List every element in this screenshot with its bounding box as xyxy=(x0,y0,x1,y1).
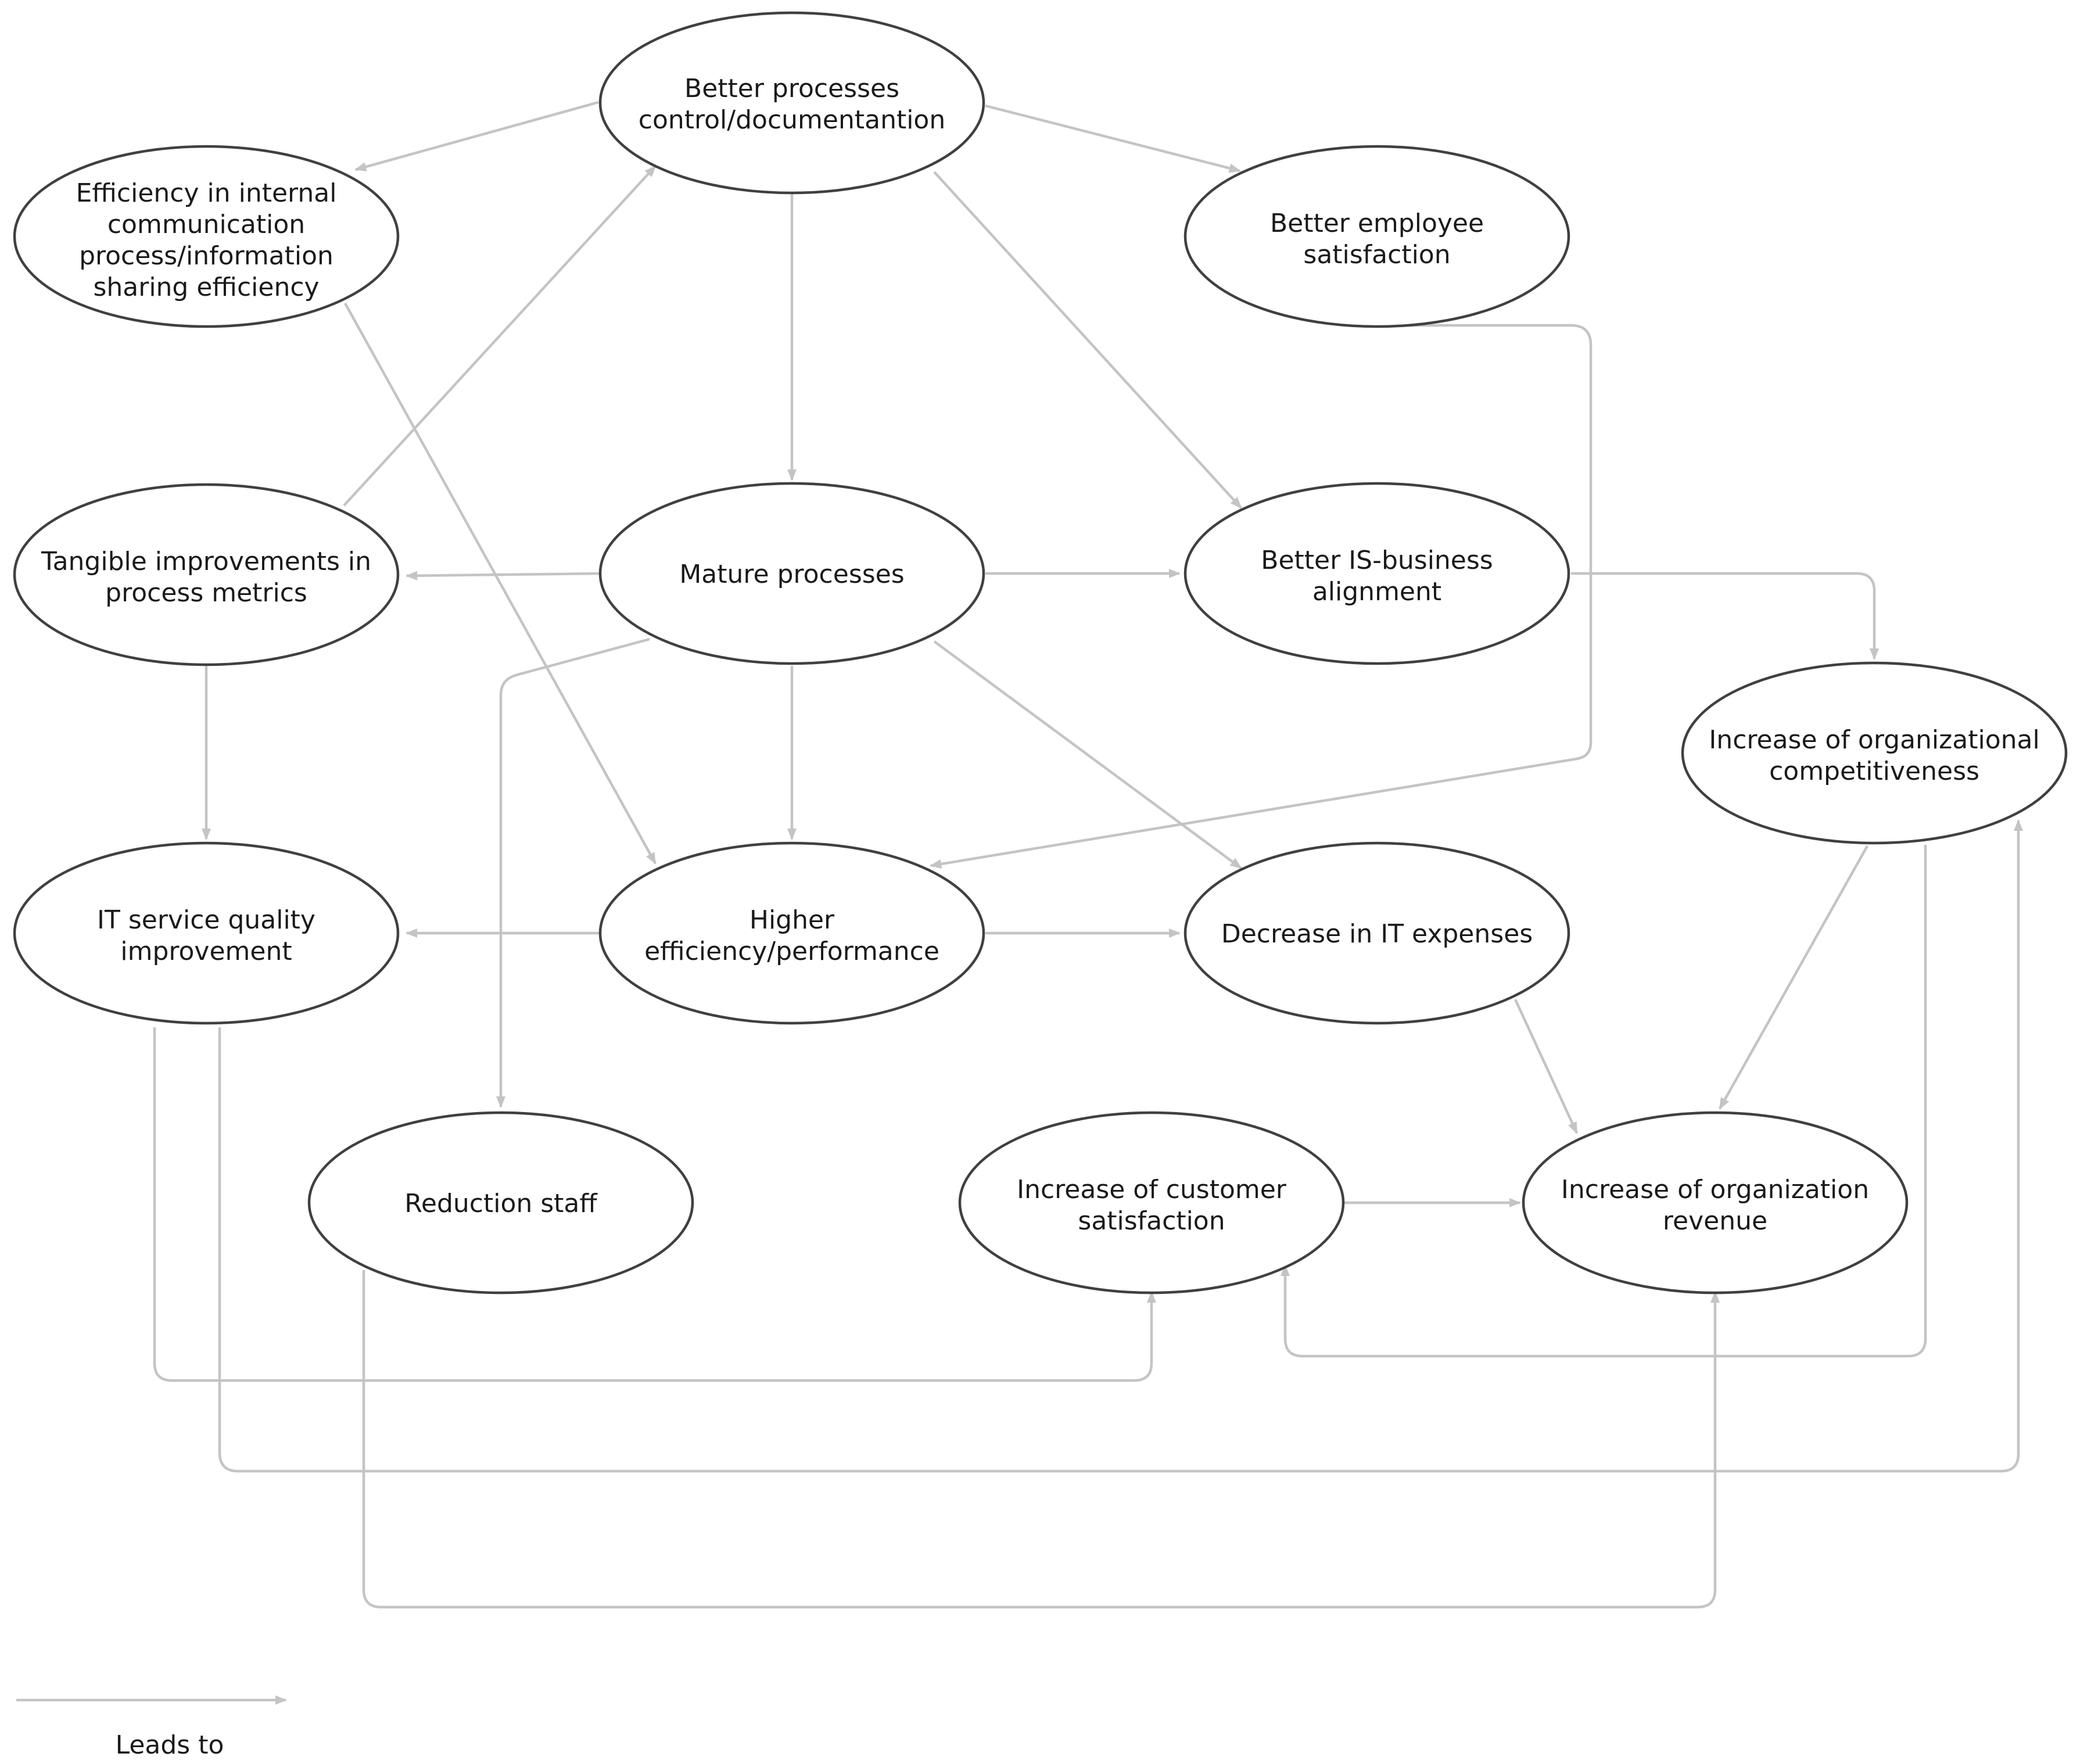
node-shape xyxy=(13,145,400,328)
node-shape xyxy=(958,1111,1345,1295)
node-label-line: competitiveness xyxy=(1769,756,1979,786)
edge-better-processes-to-is-alignment xyxy=(933,171,1242,509)
node-label-line: improvement xyxy=(120,937,292,966)
node-label-line: communication xyxy=(107,210,305,239)
edge-decrease-it-expenses-to-org-revenue xyxy=(1513,999,1579,1134)
node-label-line: Increase of customer xyxy=(1017,1175,1287,1204)
node-label-line: sharing efficiency xyxy=(93,273,319,302)
edge-reduction-staff-to-org-revenue xyxy=(362,1270,1720,1609)
node-label-line: satisfaction xyxy=(1078,1206,1225,1236)
node-shape xyxy=(1183,841,1570,1025)
node-label-line: Decrease in IT expenses xyxy=(1221,919,1533,949)
node-label-line: Better employee xyxy=(1270,209,1484,238)
edge-is-alignment-to-org-competitiveness xyxy=(1571,572,1880,661)
edge-employee-satisfaction-to-higher-efficiency xyxy=(930,324,1593,869)
node-organization-revenue: Increase of organization revenue xyxy=(1522,1111,1909,1295)
node-label-line: efficiency/performance xyxy=(644,937,939,966)
node-organizational-competitiveness: Increase of organizational competitivene… xyxy=(1681,661,2068,845)
edge-mature-to-reduction-staff xyxy=(496,637,650,1109)
edge-mature-to-decrease-it-expenses xyxy=(933,640,1242,869)
node-shape xyxy=(598,482,985,665)
node-higher-efficiency: Higher efficiency/performance xyxy=(598,841,985,1025)
node-shape xyxy=(1522,1111,1909,1295)
edges xyxy=(153,101,2024,1609)
node-label-line: IT service quality xyxy=(97,905,315,935)
node-label-line: Efficiency in internal xyxy=(76,178,337,208)
edge-efficiency-internal-to-higher-efficiency xyxy=(344,302,657,865)
node-label-line: process/information xyxy=(79,241,333,271)
node-label-line: Reduction staff xyxy=(404,1189,598,1218)
node-customer-satisfaction: Increase of customer satisfaction xyxy=(958,1111,1345,1295)
legend: Leads to xyxy=(16,1695,288,1760)
node-shape xyxy=(13,841,400,1025)
node-label-line: Increase of organizational xyxy=(1709,725,2039,755)
node-label-line: process metrics xyxy=(105,578,307,608)
edge-it-service-quality-to-org-competitiveness xyxy=(218,819,2024,1473)
edge-it-service-quality-to-customer-satisfaction xyxy=(153,1027,1157,1382)
edge-better-processes-to-efficiency-internal xyxy=(354,101,599,171)
node-shape xyxy=(1681,661,2068,845)
node-efficiency-internal-communication: Efficiency in internal communication pro… xyxy=(13,145,400,328)
node-better-is-business-alignment: Better IS-business alignment xyxy=(1183,482,1570,665)
node-label-line: Higher xyxy=(749,905,835,935)
node-reduction-staff: Reduction staff xyxy=(307,1111,694,1295)
node-shape xyxy=(598,11,985,195)
edge-tangible-to-better-processes xyxy=(343,165,657,507)
node-label-line: Tangible improvements in xyxy=(41,547,371,576)
legend-label: Leads to xyxy=(116,1730,224,1760)
node-label-line: Increase of organization xyxy=(1561,1175,1869,1204)
node-tangible-improvements: Tangible improvements in process metrics xyxy=(13,483,400,666)
edge-better-processes-to-employee-satisfaction xyxy=(985,104,1241,173)
node-shape xyxy=(1183,482,1570,665)
node-decrease-it-expenses: Decrease in IT expenses xyxy=(1183,841,1570,1025)
node-label-line: Mature processes xyxy=(679,560,904,589)
node-shape xyxy=(307,1111,694,1295)
node-shape xyxy=(13,483,400,666)
node-it-service-quality: IT service quality improvement xyxy=(13,841,400,1025)
node-shape xyxy=(1183,145,1570,328)
node-better-processes: Better processes control/documentantion xyxy=(598,11,985,195)
edge-org-competitiveness-to-customer-satisfaction xyxy=(1280,845,1927,1358)
node-label-line: Better processes xyxy=(684,74,899,103)
node-mature-processes: Mature processes xyxy=(598,482,985,665)
edge-org-competitiveness-to-org-revenue xyxy=(1719,845,1868,1110)
node-label-line: alignment xyxy=(1312,577,1441,607)
node-label-line: satisfaction xyxy=(1303,240,1450,270)
node-better-employee-satisfaction: Better employee satisfaction xyxy=(1183,145,1570,328)
edge-mature-to-tangible xyxy=(405,571,601,580)
node-shape xyxy=(598,841,985,1025)
node-label-line: revenue xyxy=(1663,1206,1767,1236)
node-label-line: Better IS-business xyxy=(1261,546,1493,575)
node-label-line: control/documentantion xyxy=(639,105,945,135)
